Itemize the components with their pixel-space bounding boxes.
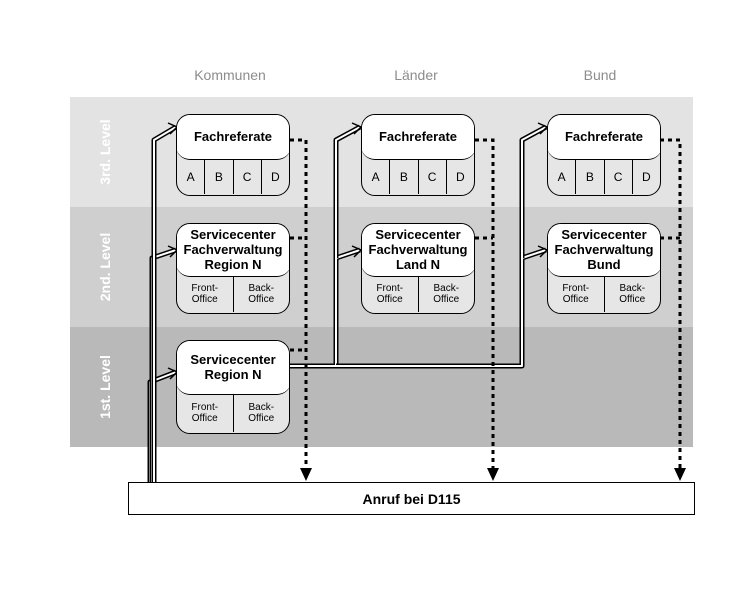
cell-d: D (445, 159, 474, 194)
cell-c: C (603, 159, 632, 194)
fachreferate-laender: Fachreferate A B C D (361, 114, 475, 196)
fachreferate-title: Fachreferate (548, 115, 660, 160)
cell-a: A (186, 169, 195, 184)
back-office-label: Back- Office (232, 276, 290, 312)
front-office-label: Front- Office (191, 402, 219, 424)
column-header-bund: Bund (583, 67, 617, 83)
servicecenter-fachverwaltung-title: Servicecenter Fachverwaltung Region N (177, 224, 289, 277)
servicecenter-fachverwaltung-title: Servicecenter Fachverwaltung Bund (548, 224, 660, 277)
column-header-laender: Länder (394, 67, 438, 83)
front-office-label: Front- Office (562, 283, 590, 305)
level-label-2nd: 2nd. Level (97, 232, 113, 302)
level-label-3rd: 3rd. Level (97, 119, 113, 185)
servicecenter-region: Servicecenter Region N Front- Office Bac… (176, 340, 290, 434)
call-bar: Anruf bei D115 (128, 482, 695, 515)
cell-b: B (204, 159, 232, 194)
band-level-1 (70, 327, 693, 447)
back-office-label: Back- Office (417, 276, 475, 312)
level-label-1st: 1st. Level (97, 355, 113, 419)
cell-c: C (417, 159, 446, 194)
fachreferate-title: Fachreferate (362, 115, 474, 160)
cell-a: A (557, 169, 566, 184)
fachreferate-kommunen: Fachreferate A B C D (176, 114, 290, 196)
cell-d: D (260, 159, 289, 194)
cell-b: B (575, 159, 603, 194)
servicecenter-fachverwaltung-title: Servicecenter Fachverwaltung Land N (362, 224, 474, 277)
fachreferate-bund: Fachreferate A B C D (547, 114, 661, 196)
cell-a: A (371, 169, 380, 184)
column-header-kommunen: Kommunen (194, 67, 266, 83)
cell-b: B (389, 159, 417, 194)
servicecenter-region-title: Servicecenter Region N (177, 341, 289, 395)
fachreferate-title: Fachreferate (177, 115, 289, 160)
servicecenter-fachverwaltung-kommunen: Servicecenter Fachverwaltung Region N Fr… (176, 223, 290, 314)
front-office-label: Front- Office (376, 283, 404, 305)
cell-c: C (232, 159, 261, 194)
servicecenter-fachverwaltung-laender: Servicecenter Fachverwaltung Land N Fron… (361, 223, 475, 314)
servicecenter-fachverwaltung-bund: Servicecenter Fachverwaltung Bund Front-… (547, 223, 661, 314)
cell-d: D (631, 159, 660, 194)
back-office-label: Back- Office (232, 394, 290, 432)
back-office-label: Back- Office (603, 276, 661, 312)
front-office-label: Front- Office (191, 283, 219, 305)
